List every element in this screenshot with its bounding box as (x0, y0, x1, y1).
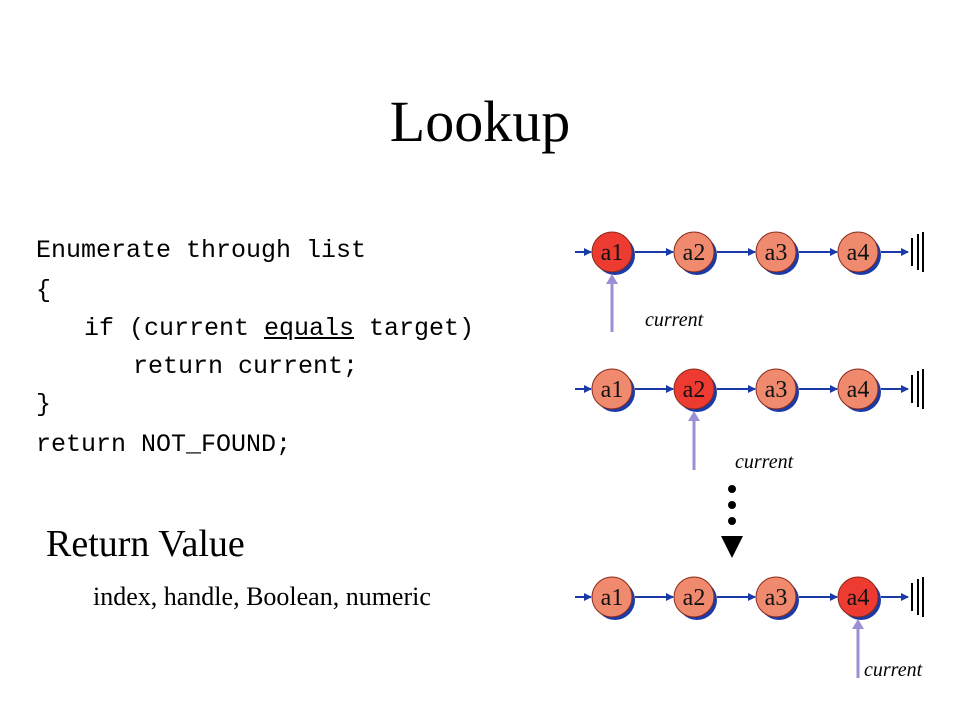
node-label: a2 (683, 377, 706, 403)
node-label: a1 (601, 377, 624, 403)
list-node (755, 576, 797, 618)
linked-list-3: a1 a2 a3 a4 current (575, 576, 924, 681)
code-line-return-current: return current; (133, 352, 359, 381)
node-label: a1 (601, 585, 624, 611)
current-pointer-label: current (735, 451, 794, 473)
node-label: a2 (683, 240, 706, 266)
ellipsis-dot (728, 501, 736, 509)
current-node (673, 368, 715, 410)
current-node (591, 231, 633, 273)
node-label: a3 (765, 240, 788, 266)
return-value-heading: Return Value (46, 523, 245, 565)
node-label: a3 (765, 585, 788, 611)
ellipsis-dot (728, 517, 736, 525)
code-line-enumerate: Enumerate through list (36, 236, 367, 265)
list-node (755, 231, 797, 273)
ellipsis-dot (728, 485, 736, 493)
code-equals-keyword: equals (264, 314, 355, 343)
current-pointer-label: current (864, 659, 923, 681)
node-label: a4 (847, 377, 870, 403)
list-node (755, 368, 797, 410)
current-node (837, 576, 879, 618)
current-pointer-label: current (645, 309, 704, 331)
down-arrow-icon (721, 536, 743, 558)
list-node (673, 231, 715, 273)
list-node (591, 368, 633, 410)
node-label: a3 (765, 377, 788, 403)
slide-title: Lookup (389, 89, 571, 154)
linked-list-1: a1 a2 a3 a4 current (575, 231, 924, 332)
code-if-prefix: if (current (84, 314, 265, 343)
code-line-return-not-found: return NOT_FOUND; (36, 430, 292, 459)
linked-lists: a1 a2 a3 a4 current a1 a2 a3 a4 current a1 a2 a3 a4 cu… (575, 231, 924, 681)
list-node (591, 576, 633, 618)
linked-list-2: a1 a2 a3 a4 current (575, 368, 924, 473)
node-label: a4 (847, 585, 870, 611)
return-value-options: index, handle, Boolean, numeric (93, 582, 431, 611)
node-label: a4 (847, 240, 870, 266)
list-node (673, 576, 715, 618)
list-node (837, 368, 879, 410)
pointer-arrowhead (606, 274, 618, 284)
code-if-suffix: target) (354, 314, 475, 343)
node-label: a1 (601, 240, 624, 266)
pointer-arrowhead (688, 411, 700, 421)
code-line-if: if (current equals target) (84, 314, 474, 344)
code-line-close-brace: } (36, 390, 52, 419)
list-node (837, 231, 879, 273)
ellipsis-arrow (721, 485, 743, 558)
node-label: a2 (683, 585, 706, 611)
pointer-arrowhead (852, 619, 864, 629)
code-line-open-brace: { (36, 276, 52, 305)
